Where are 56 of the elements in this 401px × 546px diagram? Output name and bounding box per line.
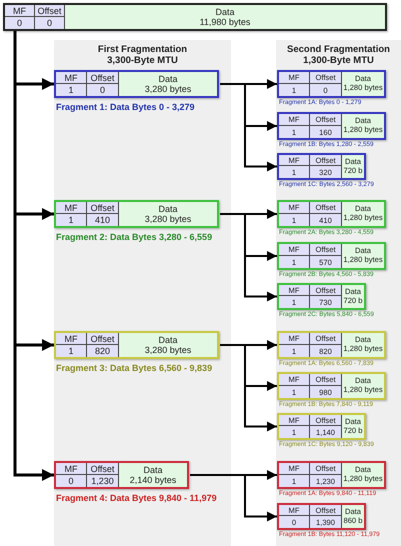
packet-header-box [277, 331, 386, 359]
packet-header-box [277, 372, 386, 400]
fragment-caption: Fragment 1: Data Bytes 0 - 3,279 [56, 102, 195, 112]
field-value: 1,230 [87, 475, 119, 487]
field-label: MF [5, 5, 35, 17]
field-label: Offset [87, 72, 119, 84]
field-value: 3,280 bytes [144, 345, 192, 356]
field-value: 1 [56, 345, 87, 357]
packet-header-box [277, 70, 386, 98]
field-value: 820 [87, 345, 119, 357]
panel-heading: 3,300-Byte MTU [106, 55, 179, 66]
packet-header-box [277, 413, 366, 440]
packet-header-box [54, 70, 219, 98]
panel-heading: First Fragmentation [96, 44, 188, 55]
field-label: Data [158, 74, 178, 84]
packet-header-box [54, 331, 219, 359]
field-value: 3,280 bytes [144, 214, 192, 224]
field-label: Offset [87, 333, 119, 345]
fragment-caption: Fragment 3: Data Bytes 6,560 - 9,839 [56, 363, 212, 373]
packet-header-box [277, 503, 366, 530]
field-label: MF [56, 333, 87, 345]
field-label: MF [56, 463, 87, 475]
packet-header-box [277, 283, 366, 310]
field-value: 0 [87, 84, 119, 96]
field-value: 0 [56, 475, 87, 487]
field-label: Data [215, 6, 234, 17]
packet-header-box [277, 200, 386, 228]
panel-background [54, 40, 231, 546]
panel-heading: Second Fragmentation [286, 44, 391, 55]
field-label: Offset [35, 5, 65, 17]
packet-header-box [277, 153, 366, 180]
packet-header-box [277, 112, 386, 140]
panel-heading: 1,300-Byte MTU [302, 55, 375, 66]
panel-background [276, 40, 401, 546]
field-label: Offset [87, 202, 119, 214]
packet-header-box [277, 461, 386, 489]
field-label: MF [56, 202, 87, 214]
packet-header-box [54, 200, 219, 228]
field-value: 0 [5, 17, 35, 29]
field-value: 3,280 bytes [144, 84, 192, 94]
fragment-caption: Fragment 2: Data Bytes 3,280 - 6,559 [56, 232, 212, 242]
field-value: 2,140 bytes [130, 475, 176, 486]
field-label: Data [143, 464, 162, 475]
field-label: MF [56, 72, 87, 84]
field-label: Data [158, 204, 178, 214]
packet-header-box [277, 242, 386, 270]
field-label: Offset [87, 463, 119, 475]
field-value: 11,980 bytes [200, 17, 250, 28]
packet-header-box [3, 3, 387, 31]
packet-header-box [54, 461, 189, 489]
field-label: Data [158, 334, 178, 345]
field-value: 410 [87, 214, 119, 226]
fragment-caption: Fragment 4: Data Bytes 9,840 - 11,979 [56, 493, 217, 503]
field-value: 1 [56, 214, 87, 226]
field-value: 0 [35, 17, 65, 29]
field-value: 1 [56, 84, 87, 96]
